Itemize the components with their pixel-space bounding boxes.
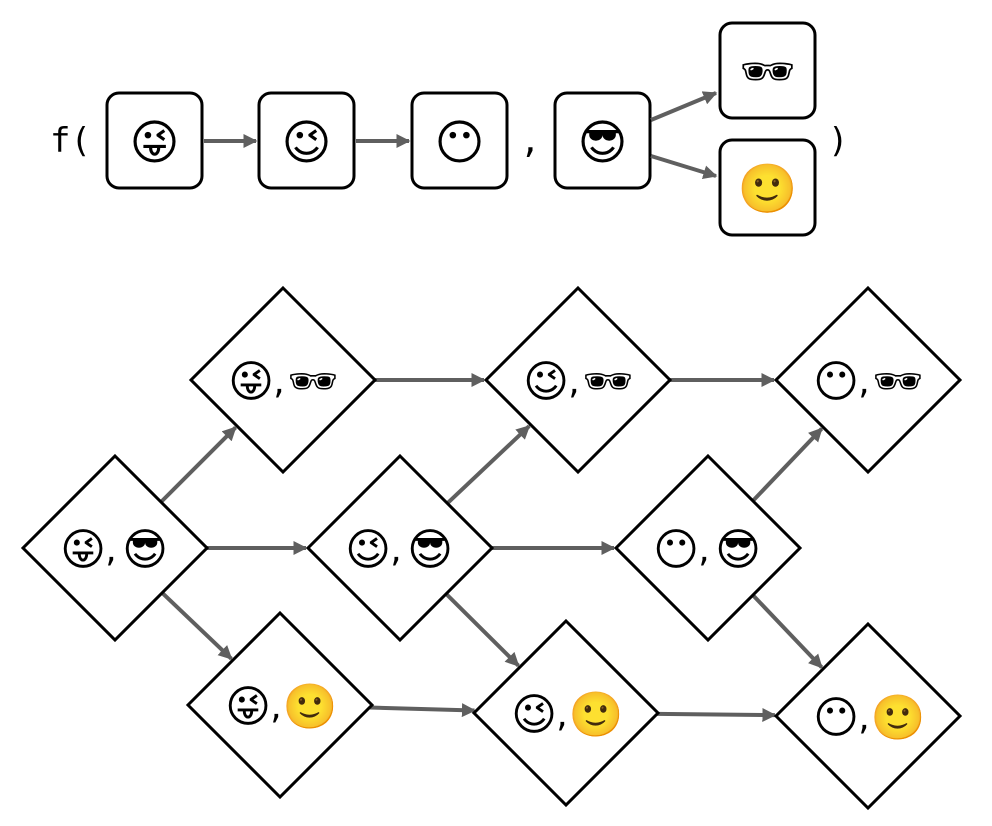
list-one: 😜 😉 😶 bbox=[105, 91, 509, 190]
lattice-edges bbox=[159, 373, 824, 722]
lattice-diamond bbox=[483, 285, 673, 475]
list-box-2 bbox=[257, 91, 356, 190]
lattice-arrow-n6-n9 bbox=[751, 593, 824, 669]
lattice-arrow-n6-n3 bbox=[751, 427, 824, 503]
tree-child-box-2 bbox=[718, 138, 817, 237]
list-emoji-2: 😉 bbox=[281, 115, 331, 171]
lattice-arrow-n5-n8 bbox=[444, 592, 520, 668]
lattice-left-emoji: 😶 bbox=[653, 525, 699, 576]
lattice-right-emoji: 🙂 bbox=[871, 693, 926, 744]
lattice-separator: , bbox=[698, 530, 709, 571]
lattice-node-n1: 😜,🕶 bbox=[188, 285, 378, 475]
lattice-left-emoji: 😜 bbox=[60, 525, 106, 576]
lattice-node-n4: 😜,😎 bbox=[20, 453, 210, 643]
tree-child-emoji-1: 🕶 bbox=[740, 47, 796, 98]
tree-child-box-1 bbox=[718, 21, 817, 120]
lattice-arrow-n4-n7 bbox=[160, 591, 233, 661]
lattice-node-n8: 😉,🙂 bbox=[471, 618, 661, 808]
lattice-diamond bbox=[20, 453, 210, 643]
lattice-right-emoji: 😎 bbox=[122, 525, 168, 576]
lattice-diamond bbox=[185, 610, 375, 800]
list-box-3 bbox=[410, 91, 509, 190]
lattice-diamond bbox=[471, 618, 661, 808]
lattice-left-emoji: 😜 bbox=[228, 357, 274, 408]
lattice-separator: , bbox=[390, 530, 401, 571]
lattice-node-n3: 😶,🕶 bbox=[773, 285, 963, 475]
lattice-separator: , bbox=[105, 530, 116, 571]
lattice-left-emoji: 😉 bbox=[345, 525, 391, 576]
tree-two: 😎 🕶 🙂 bbox=[553, 21, 817, 237]
lattice-left-emoji: 😉 bbox=[523, 357, 569, 408]
list-emoji-1: 😜 bbox=[129, 115, 179, 171]
tree-root-box bbox=[553, 91, 652, 190]
lattice-arrow-n7-n8 bbox=[369, 703, 476, 718]
lattice-left-emoji: 😶 bbox=[813, 357, 859, 408]
tree-root-emoji: 😎 bbox=[577, 115, 627, 171]
lattice-separator: , bbox=[556, 695, 567, 736]
lattice-diamond bbox=[773, 285, 963, 475]
lattice-separator: , bbox=[270, 687, 281, 728]
lattice-node-n2: 😉,🕶 bbox=[483, 285, 673, 475]
tree-child-emoji-2: 🙂 bbox=[738, 161, 798, 217]
lattice-left-emoji: 😉 bbox=[511, 690, 557, 741]
lattice-nodes: 😜,🕶😉,🕶😶,🕶😜,😎😉,😎😶,😎😜,🙂😉,🙂😶,🙂 bbox=[20, 285, 963, 811]
list-emoji-3: 😶 bbox=[434, 115, 484, 171]
lattice-diamond bbox=[305, 453, 495, 643]
function-open-label: f( bbox=[50, 121, 91, 161]
lattice-separator: , bbox=[858, 698, 869, 739]
lattice-arrow-n4-n1 bbox=[159, 426, 237, 504]
lattice-node-n7: 😜,🙂 bbox=[185, 610, 375, 800]
lattice-node-n9: 😶,🙂 bbox=[773, 621, 963, 811]
argument-comma: , bbox=[520, 121, 540, 161]
lattice-diamond bbox=[613, 453, 803, 643]
lattice-right-emoji: 🕶 bbox=[288, 359, 339, 405]
lattice-node-n6: 😶,😎 bbox=[613, 453, 803, 643]
list-box-1 bbox=[105, 91, 204, 190]
lattice-diamond bbox=[773, 621, 963, 811]
lattice-arrow-n5-n2 bbox=[445, 424, 531, 505]
lattice-left-emoji: 😜 bbox=[225, 682, 271, 733]
lattice-right-emoji: 🙂 bbox=[569, 690, 624, 741]
lattice-left-emoji: 😶 bbox=[813, 693, 859, 744]
lattice-right-emoji: 🕶 bbox=[583, 359, 634, 405]
lattice-right-emoji: 😎 bbox=[715, 525, 761, 576]
lattice-right-emoji: 😎 bbox=[407, 525, 453, 576]
tree-arrow-up bbox=[650, 91, 718, 122]
lattice-separator: , bbox=[858, 362, 869, 403]
lattice-node-n5: 😉,😎 bbox=[305, 453, 495, 643]
lattice-right-emoji: 🕶 bbox=[873, 359, 924, 405]
lattice-diamond bbox=[188, 285, 378, 475]
tree-arrow-down bbox=[650, 154, 718, 179]
lattice-separator: , bbox=[568, 362, 579, 403]
lattice-right-emoji: 🙂 bbox=[283, 682, 338, 733]
lattice-separator: , bbox=[273, 362, 284, 403]
function-close-label: ) bbox=[828, 121, 848, 161]
lattice-arrow-n8-n9 bbox=[657, 707, 777, 722]
